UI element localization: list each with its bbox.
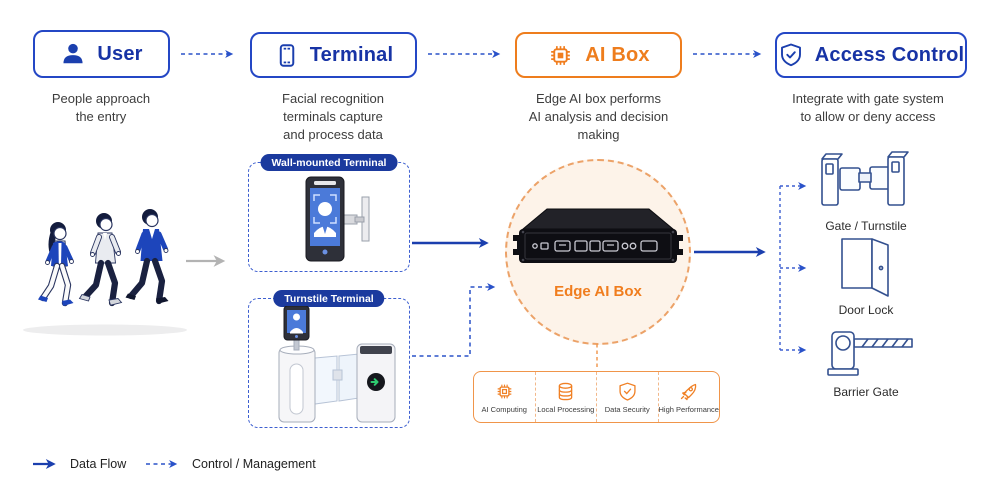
arrow-turnstile-terminal-to-edge-box: [412, 282, 496, 357]
node-ai-box-label: AI Box: [585, 43, 650, 66]
walking-people-illustration: [23, 209, 187, 336]
node-access-control: Access Control: [775, 32, 967, 78]
shield-check-icon: [619, 382, 636, 401]
wall-mounted-terminal-box: Wall-mounted Terminal: [248, 154, 410, 272]
gate-turnstile-label: Gate / Turnstile: [825, 219, 907, 233]
node-access-control-label: Access Control: [814, 43, 965, 66]
legend-data-flow-label: Data Flow: [70, 457, 127, 471]
terminal-description: Facial recognition terminals capture and…: [282, 91, 384, 142]
feature-high-performance: High Performance: [659, 372, 720, 422]
person-woman: [38, 222, 74, 307]
turnstile-terminal-pill: Turnstile Terminal: [273, 290, 385, 307]
feature-label: AI Computing: [481, 404, 527, 414]
turnstile-terminal-box: Turnstile Terminal: [248, 290, 410, 428]
node-user-label: User: [97, 42, 143, 65]
feature-label: High Performance: [658, 404, 719, 414]
shield-check-icon: [780, 43, 801, 67]
feature-ai-computing: AI Computing: [474, 372, 536, 422]
node-ai-box: AI Box: [515, 32, 682, 78]
user-icon: [63, 43, 83, 64]
chip-icon: [551, 45, 571, 65]
door-lock-label: Door Lock: [838, 303, 894, 317]
feature-label: Data Security: [604, 404, 650, 414]
chip-icon: [497, 384, 512, 398]
node-terminal-label: Terminal: [309, 43, 394, 66]
user-description: People approach the entry: [51, 91, 151, 124]
barrier-gate-icon: [827, 331, 913, 376]
rocket-icon: [681, 383, 697, 400]
door-icon: [841, 238, 889, 297]
edge-ai-box-label: Edge AI Box: [554, 283, 642, 300]
person-man-middle: [78, 213, 123, 307]
wall-mounted-terminal-pill: Wall-mounted Terminal: [260, 154, 398, 171]
person-man-right: [125, 209, 169, 305]
ai-box-feature-strip: AI Computing Local Processing Data Secur…: [473, 371, 720, 423]
turnstile-terminal-illustration: [278, 306, 396, 423]
node-user: User: [33, 30, 170, 78]
legend-control-management-label: Control / Management: [192, 457, 316, 471]
node-terminal: Terminal: [250, 32, 417, 78]
smartphone-icon: [279, 43, 295, 67]
feature-local-processing: Local Processing: [536, 372, 597, 422]
turnstile-icon: [821, 151, 909, 206]
feature-label: Local Processing: [537, 404, 595, 414]
ai-box-description: Edge AI box performs AI analysis and dec…: [528, 91, 669, 142]
database-icon: [558, 382, 573, 400]
edge-ai-box-hardware: [513, 208, 683, 263]
access-control-description: Integrate with gate system to allow or d…: [792, 91, 944, 124]
barrier-gate-label: Barrier Gate: [833, 385, 899, 399]
wall-terminal-illustration: [305, 176, 370, 262]
feature-data-security: Data Security: [597, 372, 659, 422]
